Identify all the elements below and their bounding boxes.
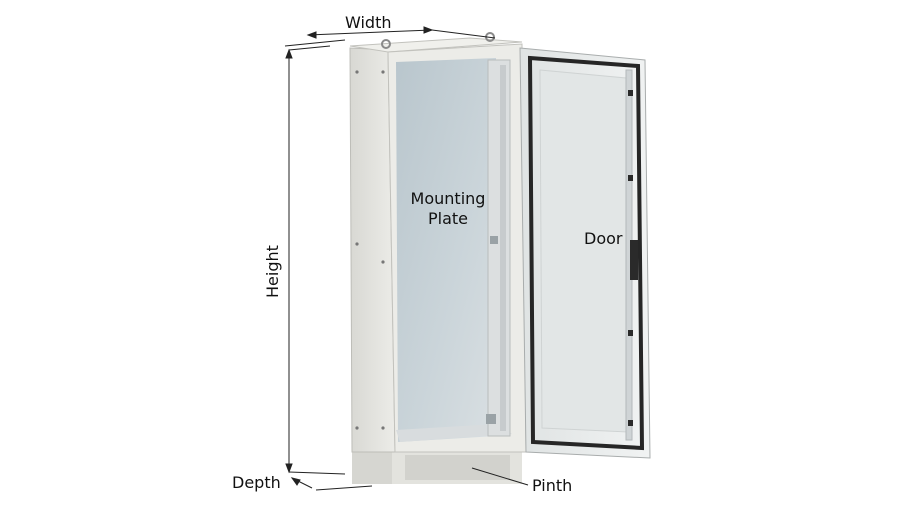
mounting-plate-label: Mounting Plate <box>411 189 486 229</box>
door-label: Door <box>584 229 623 248</box>
cabinet-side-panel <box>349 47 396 453</box>
door <box>519 47 651 459</box>
depth-label: Depth <box>232 473 281 492</box>
pinth-label: Pinth <box>532 476 573 495</box>
door-handle <box>630 240 638 280</box>
inner-rail <box>486 59 511 437</box>
mounting-plate-label-line2: Plate <box>427 209 469 228</box>
width-label: Width <box>345 13 392 32</box>
mounting-plate <box>396 58 512 442</box>
plinth <box>352 446 522 484</box>
lifting-eye-left <box>381 39 391 49</box>
annotation-lines <box>284 26 529 491</box>
mounting-plate-label-line1: Mounting <box>410 189 486 208</box>
height-label: Height <box>263 245 282 298</box>
